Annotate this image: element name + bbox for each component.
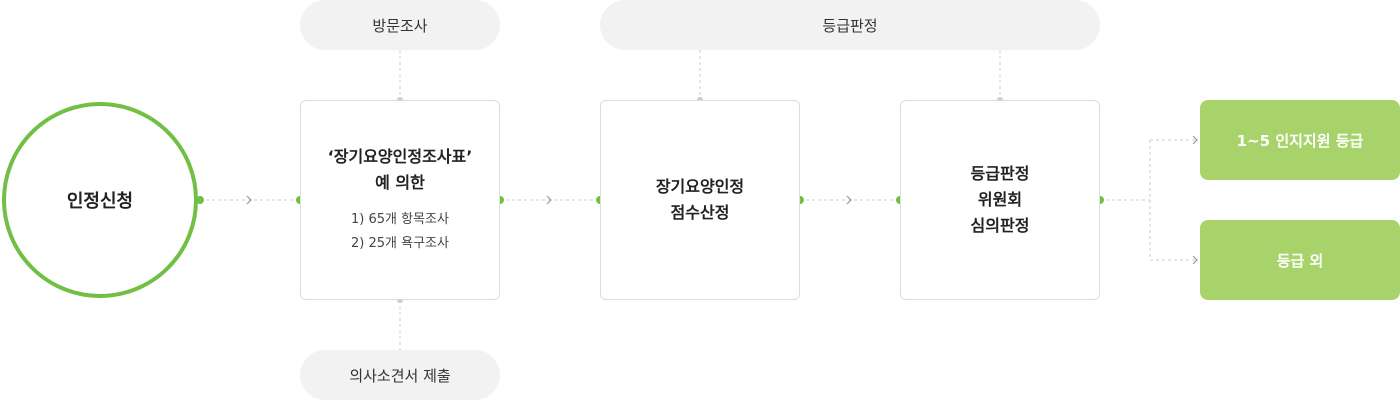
committee-box-title: 등급판정 위원회 심의판정 bbox=[971, 161, 1030, 239]
score-box-line1: 장기요양인정 bbox=[655, 177, 745, 196]
application-label: 인정신청 bbox=[66, 191, 134, 212]
visit-survey-label: 방문조사 bbox=[372, 16, 428, 35]
score-box: 장기요양인정 점수산정 bbox=[600, 100, 800, 300]
result-other-label: 등급 외 bbox=[1276, 251, 1324, 270]
survey-box: ‘장기요양인정조사표’ 예 의한 1) 65개 항목조사 2) 25개 욕구조사 bbox=[300, 100, 500, 300]
arrow-icon bbox=[246, 195, 252, 205]
survey-item-1: 1) 65개 항목조사 bbox=[351, 212, 449, 227]
doctor-opinion-label: 의사소견서 제출 bbox=[349, 366, 451, 385]
result-grades: 1~5 인지지원 등급 bbox=[1200, 100, 1400, 180]
visit-survey-pill: 방문조사 bbox=[300, 0, 500, 50]
score-box-title: 장기요양인정 점수산정 bbox=[656, 174, 744, 226]
survey-box-title: ‘장기요양인정조사표’ 예 의한 bbox=[328, 144, 473, 196]
result-grades-label: 1~5 인지지원 등급 bbox=[1236, 131, 1364, 150]
committee-box-line3: 심의판정 bbox=[970, 216, 1030, 235]
arrow-icon bbox=[1192, 135, 1198, 145]
arrow-icon bbox=[546, 195, 552, 205]
survey-item-2: 2) 25개 욕구조사 bbox=[351, 236, 449, 251]
connector-dot bbox=[196, 196, 204, 204]
result-other: 등급 외 bbox=[1200, 220, 1400, 300]
doctor-opinion-pill: 의사소견서 제출 bbox=[300, 350, 500, 400]
survey-box-items: 1) 65개 항목조사 2) 25개 욕구조사 bbox=[351, 208, 449, 256]
arrow-icon bbox=[1192, 255, 1198, 265]
survey-box-line2: 예 의한 bbox=[375, 173, 425, 192]
committee-box-line2: 위원회 bbox=[977, 190, 1023, 209]
grade-decision-pill: 등급판정 bbox=[600, 0, 1100, 50]
arrow-icon bbox=[846, 195, 852, 205]
committee-box-line1: 등급판정 bbox=[970, 164, 1030, 183]
grade-decision-label: 등급판정 bbox=[822, 16, 878, 35]
score-box-line2: 점수산정 bbox=[670, 203, 730, 222]
committee-box: 등급판정 위원회 심의판정 bbox=[900, 100, 1100, 300]
survey-box-line1: ‘장기요양인정조사표’ bbox=[327, 147, 473, 166]
application-circle: 인정신청 bbox=[2, 102, 198, 298]
